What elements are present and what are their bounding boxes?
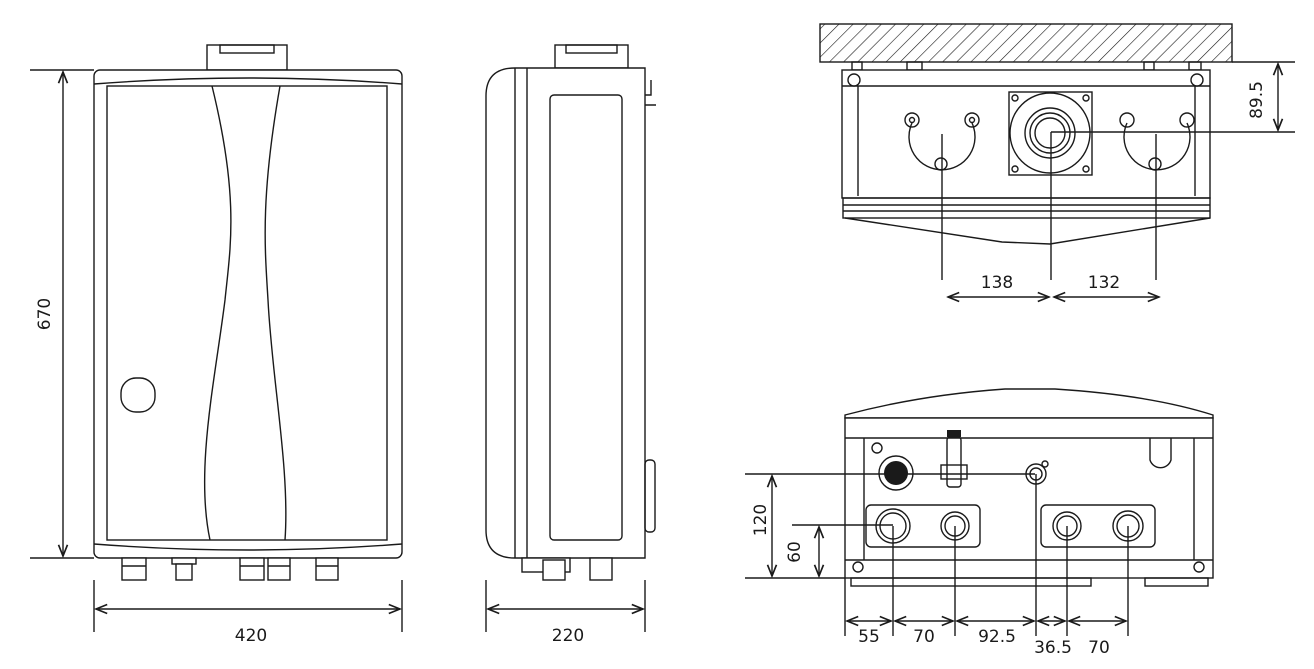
side-body xyxy=(485,67,646,559)
dimension-width: 420 xyxy=(93,580,403,646)
spacing-label-70-right: 70 xyxy=(1088,638,1110,658)
front-wave-decoration xyxy=(203,85,287,541)
wall-bracket xyxy=(645,80,656,106)
bottom-view: 120 60 55 70 92.5 36.5 70 xyxy=(745,388,1214,658)
wall-hatch xyxy=(819,23,1233,63)
flue-port xyxy=(1008,91,1093,176)
spacing-label-36-5: 36.5 xyxy=(1034,638,1072,658)
width-label: 420 xyxy=(235,626,267,646)
dimension-height: 670 xyxy=(30,69,94,559)
top-view: 138 132 89.5 xyxy=(819,23,1295,297)
height-label: 670 xyxy=(35,298,55,330)
left-spacing-label: 138 xyxy=(981,273,1013,293)
control-knob xyxy=(120,377,156,413)
depth-label: 220 xyxy=(552,626,584,646)
gas-inlet xyxy=(884,461,908,485)
wall-offset-label: 89.5 xyxy=(1247,81,1267,119)
height-60-label: 60 xyxy=(785,541,805,563)
bottom-fittings xyxy=(121,557,339,581)
spacing-label-92-5: 92.5 xyxy=(978,627,1016,647)
right-spacing-label: 132 xyxy=(1088,273,1120,293)
spacing-label-70-left: 70 xyxy=(913,627,935,647)
side-view: 220 xyxy=(485,44,656,646)
left-port xyxy=(904,112,980,171)
spacing-label-55: 55 xyxy=(858,627,880,647)
height-120-label: 120 xyxy=(751,504,771,536)
right-port xyxy=(1119,112,1195,171)
heater-body xyxy=(93,69,403,559)
flue-pipe xyxy=(206,44,288,71)
front-view: 670 420 xyxy=(30,44,403,646)
